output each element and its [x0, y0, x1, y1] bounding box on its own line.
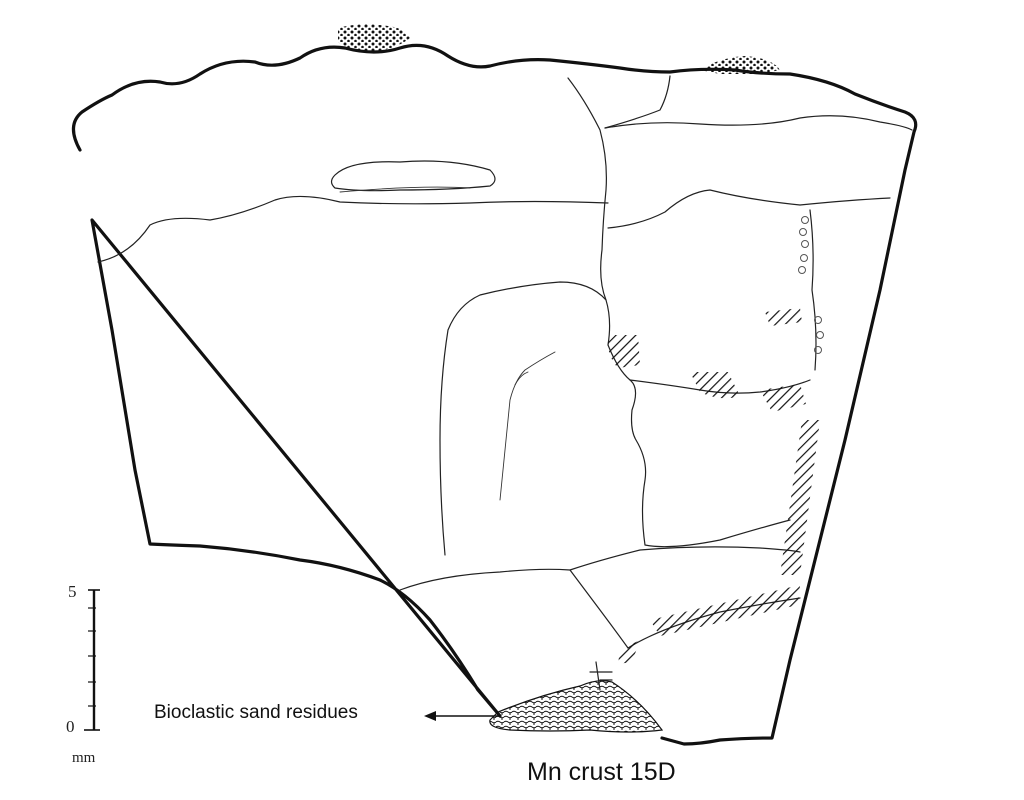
- scale-bar: [84, 589, 100, 731]
- annotation-label: Bioclastic sand residues: [154, 702, 358, 723]
- sand-marker-cross: [589, 661, 613, 691]
- scale-unit-label: mm: [72, 750, 96, 766]
- bioclastic-sand-patch: [489, 680, 664, 733]
- hatched-zones: [607, 308, 820, 664]
- top-dotted-patch-left: [338, 24, 410, 52]
- scale-top-label: 5: [68, 582, 77, 601]
- growth-nodule-marks: [798, 216, 824, 354]
- crust-outline: [71, 43, 918, 746]
- scale-bottom-label: 0: [66, 717, 75, 736]
- annotation-arrowhead: [424, 711, 436, 721]
- figure-title: Mn crust 15D: [527, 758, 676, 786]
